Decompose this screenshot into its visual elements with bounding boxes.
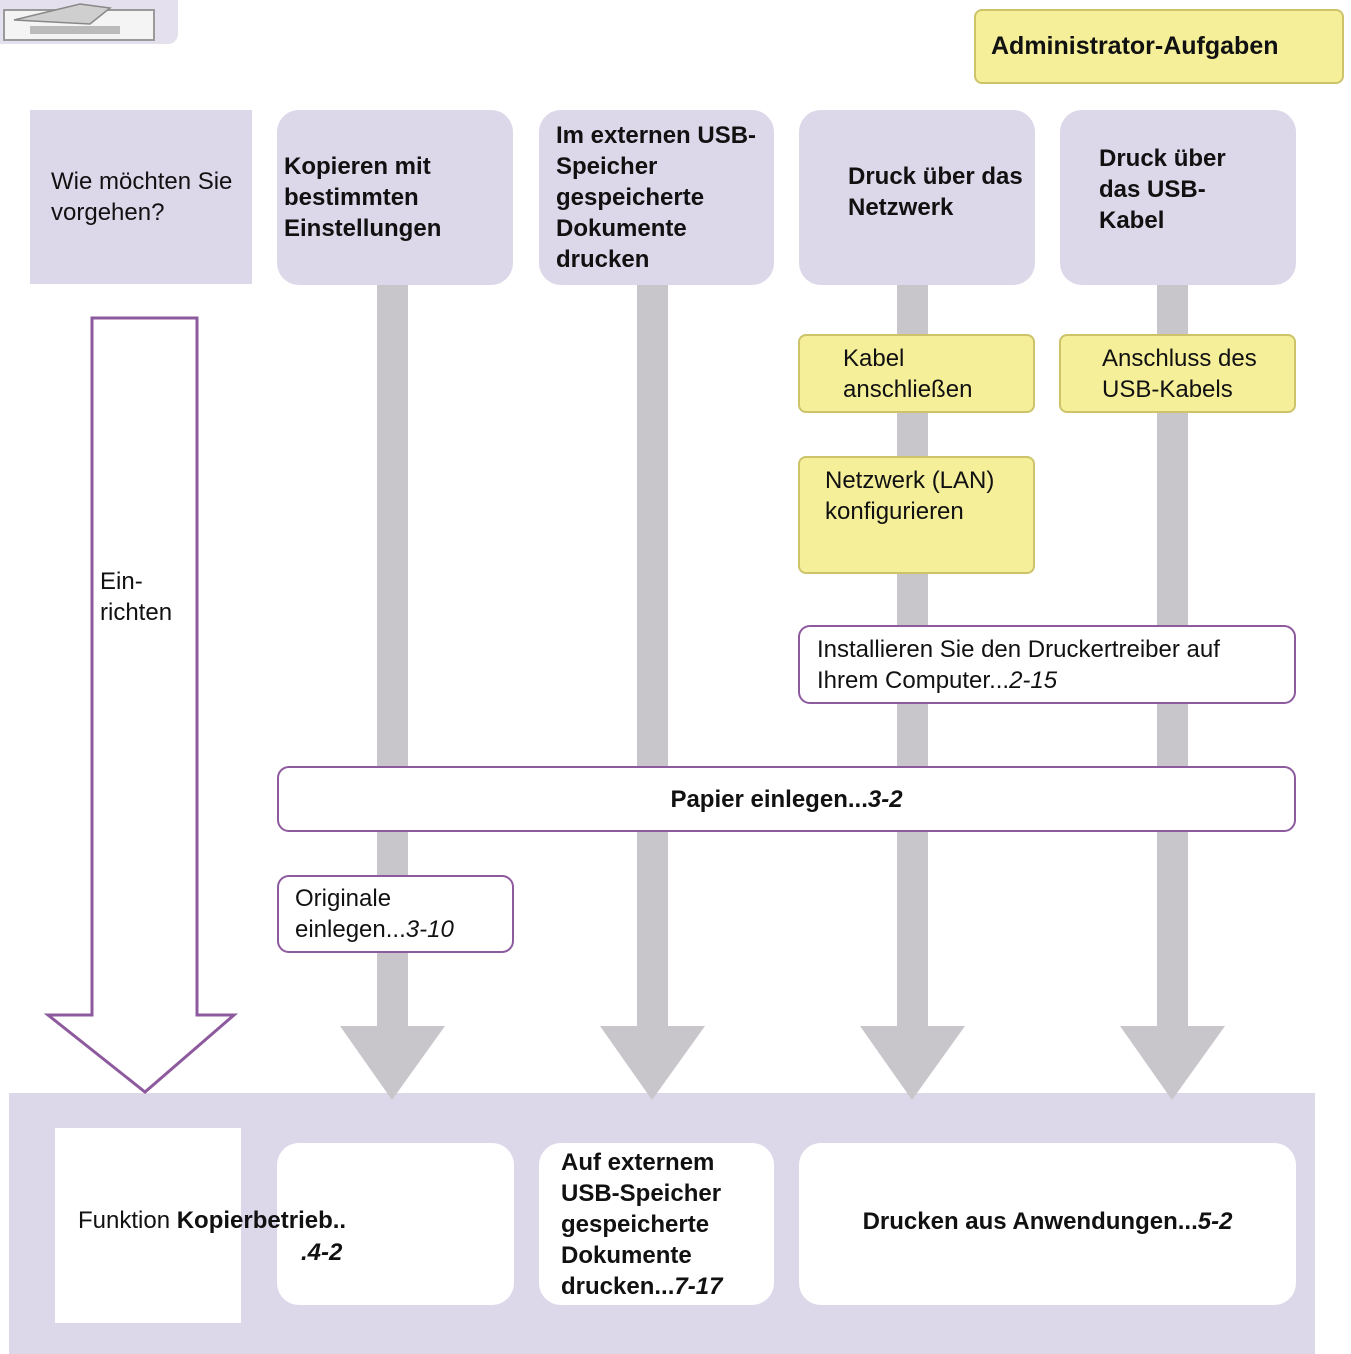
step-connect-usb-cable-label: Anschluss des USB-Kabels bbox=[1102, 344, 1257, 403]
step-load-paper-label: Papier einlegen... bbox=[670, 785, 868, 813]
column-header-usb-storage: Im externen USB-Speicher gespeicherte Do… bbox=[539, 110, 774, 285]
result-usb-print: Auf externem USB-Speicher gespeicherte D… bbox=[539, 1143, 774, 1305]
arrowhead-network bbox=[860, 1026, 965, 1100]
column-header-usb-storage-label: Im externen USB-Speicher gespeicherte Do… bbox=[556, 122, 757, 273]
step-load-paper-page[interactable]: 3-2 bbox=[867, 785, 903, 813]
step-load-paper: Papier einlegen...3-2 bbox=[277, 766, 1296, 832]
arrowhead-copy bbox=[340, 1026, 445, 1100]
column-header-network-label: Druck über das Netzwerk bbox=[848, 162, 1023, 221]
printer-thumbnail bbox=[0, 0, 178, 44]
result-print-apps-page[interactable]: 5-2 bbox=[1197, 1207, 1233, 1235]
question-box: Wie möchten Sie vorgehen? bbox=[30, 110, 252, 284]
result-usb-print-page[interactable]: 7-17 bbox=[674, 1272, 723, 1300]
setup-arrow-shape bbox=[43, 316, 239, 1094]
step-connect-cable-label: Kabel anschließen bbox=[843, 344, 973, 403]
result-print-apps-text: Drucken aus Anwendungen...5-2 bbox=[863, 1206, 1233, 1237]
arrowhead-usb-storage bbox=[600, 1026, 705, 1100]
result-copy-white-panel bbox=[55, 1128, 241, 1323]
arrowhead-usb-cable bbox=[1120, 1026, 1225, 1100]
step-load-paper-text: Papier einlegen...3-2 bbox=[670, 784, 902, 815]
setup-label: Ein- richten bbox=[100, 568, 173, 626]
result-usb-print-text: Auf externem USB-Speicher gespeicherte D… bbox=[561, 1147, 764, 1302]
question-label: Wie möchten Sie vorgehen? bbox=[51, 168, 233, 226]
admin-tasks-label: Administrator-Aufgaben bbox=[991, 32, 1279, 60]
admin-tasks-legend: Administrator-Aufgaben bbox=[974, 9, 1344, 84]
flow-shaft-usb-storage bbox=[637, 285, 668, 1030]
result-copy-prefix: Funktion bbox=[78, 1207, 177, 1234]
column-header-network: Druck über das Netzwerk bbox=[799, 110, 1035, 285]
result-copy-label: Kopierbetrieb.. bbox=[176, 1207, 347, 1234]
step-load-originals: Originale einlegen...3-10 bbox=[277, 875, 514, 953]
result-copy-white-card bbox=[277, 1143, 514, 1305]
step-install-driver-label: Installieren Sie den Druckertreiber auf … bbox=[817, 635, 1220, 694]
result-print-apps-label: Drucken aus Anwendungen... bbox=[862, 1207, 1198, 1235]
column-header-copy-label: Kopieren mit bestimmten Einstellungen bbox=[284, 153, 442, 242]
step-connect-cable: Kabel anschließen bbox=[798, 334, 1035, 413]
column-header-usb-cable: Druck über das USB-Kabel bbox=[1060, 110, 1296, 285]
step-load-originals-text: Originale einlegen...3-10 bbox=[295, 883, 492, 945]
step-connect-usb-cable: Anschluss des USB-Kabels bbox=[1059, 334, 1296, 413]
step-install-driver: Installieren Sie den Druckertreiber auf … bbox=[798, 625, 1296, 704]
step-load-originals-page[interactable]: 3-10 bbox=[405, 916, 454, 943]
result-copy-function: Funktion Kopierbetrieb.. bbox=[78, 1205, 378, 1236]
step-configure-lan: Netzwerk (LAN) konfigurieren bbox=[798, 456, 1035, 574]
step-install-driver-text: Installieren Sie den Druckertreiber auf … bbox=[817, 634, 1282, 696]
result-print-apps: Drucken aus Anwendungen...5-2 bbox=[799, 1143, 1296, 1305]
step-install-driver-page[interactable]: 2-15 bbox=[1009, 666, 1058, 694]
result-usb-print-label: Auf externem USB-Speicher gespeicherte D… bbox=[561, 1148, 722, 1300]
column-header-usb-cable-label: Druck über das USB-Kabel bbox=[1099, 144, 1226, 234]
column-header-copy: Kopieren mit bestimmten Einstellungen bbox=[277, 110, 513, 285]
step-load-originals-label: Originale einlegen... bbox=[295, 885, 406, 943]
result-copy-page[interactable]: .4-2 bbox=[301, 1239, 343, 1266]
step-configure-lan-label: Netzwerk (LAN) konfigurieren bbox=[825, 467, 995, 525]
printer-icon bbox=[3, 3, 155, 41]
